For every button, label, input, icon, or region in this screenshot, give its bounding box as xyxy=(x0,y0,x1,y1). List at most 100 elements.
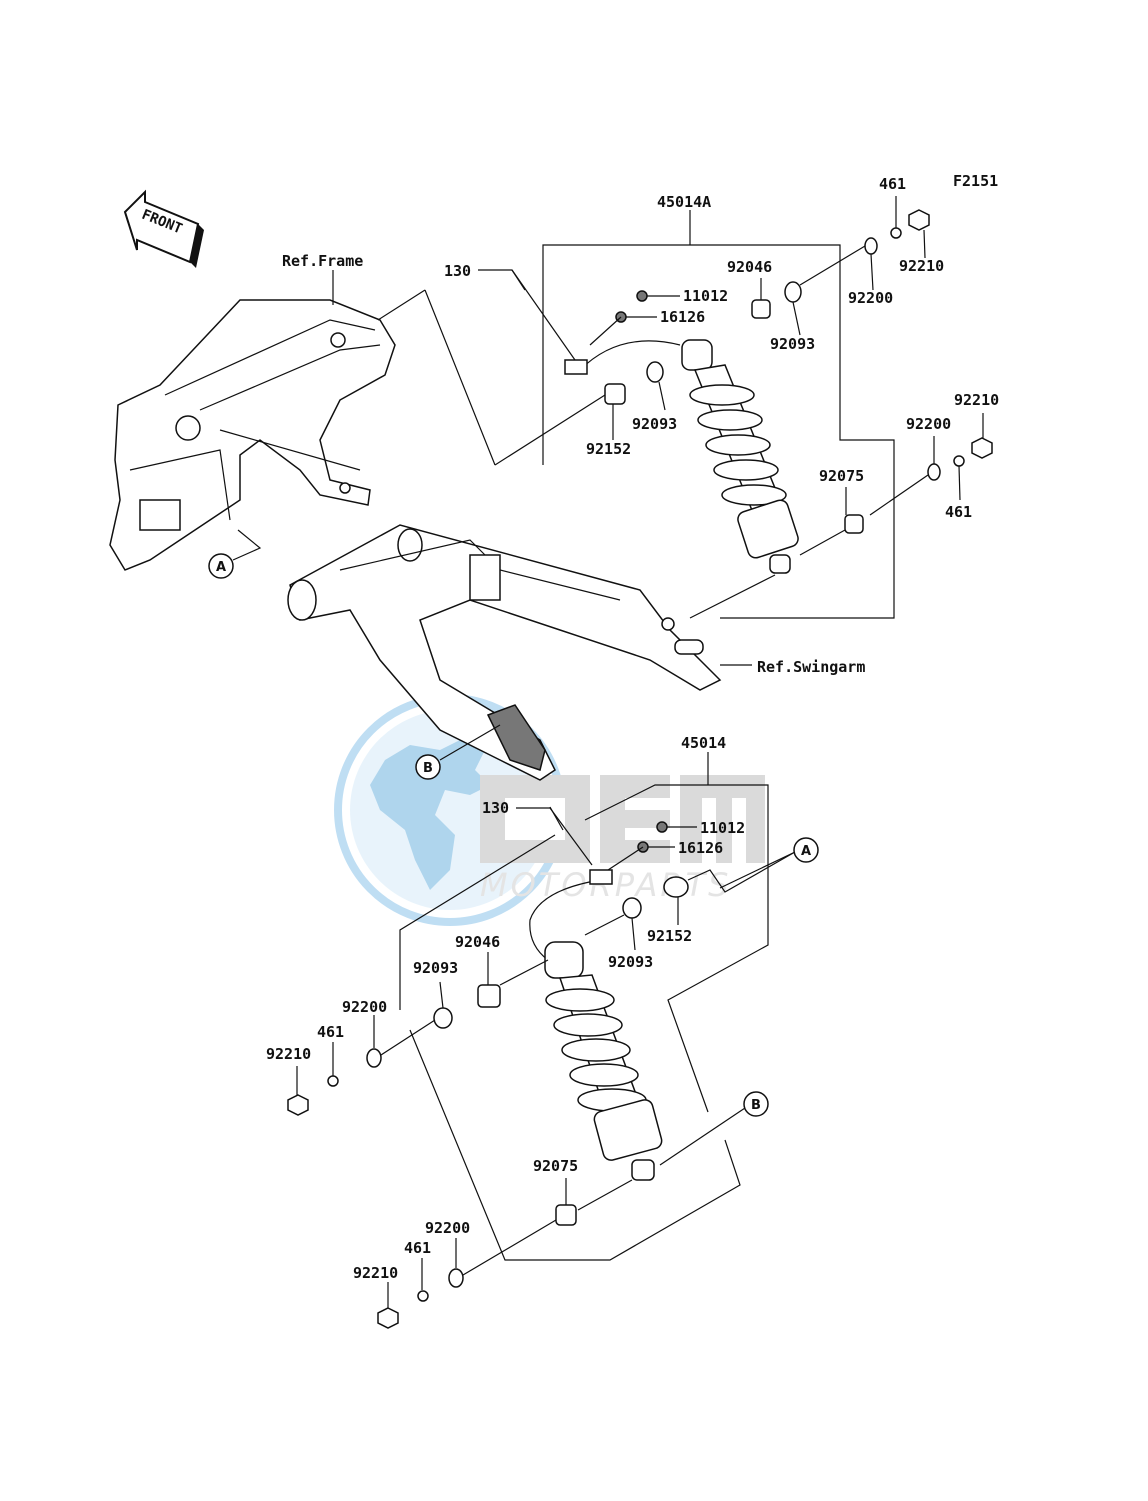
part-92093-bottom-b xyxy=(622,897,642,919)
spring-coil-b1 xyxy=(545,988,615,1012)
watermark-m-gap2 xyxy=(732,798,746,863)
callout-a-bottom-circle xyxy=(793,837,819,863)
label-92200-top-a: 92200 xyxy=(848,289,893,307)
leader-callout-a-bottom xyxy=(719,851,796,889)
label-92200-top-b: 92200 xyxy=(906,415,951,433)
frame-drawing xyxy=(109,299,396,571)
leader-92152-bottom xyxy=(677,851,796,925)
leader-130-top xyxy=(478,269,576,361)
label-92075-bottom: 92075 xyxy=(533,1157,578,1175)
part-92093-bottom-a xyxy=(433,1007,453,1029)
label-92152-top: 92152 xyxy=(586,440,631,458)
swingarm-pivot-left xyxy=(287,579,317,621)
swingarm-box xyxy=(469,554,501,601)
shock-bottom-eye xyxy=(544,941,584,979)
leader-16126-top xyxy=(589,316,657,346)
spring-coil-3 xyxy=(705,434,771,456)
label-461-bottom-a: 461 xyxy=(317,1023,344,1041)
bracket-bottom-left xyxy=(399,834,741,1261)
leader-callout-b-top xyxy=(439,724,501,761)
part-461-top-a xyxy=(890,227,902,239)
label-92046-bottom: 92046 xyxy=(455,933,500,951)
frame-rail-3 xyxy=(219,429,361,471)
watermark-continents xyxy=(370,740,490,890)
watermark-o-hole xyxy=(505,798,565,840)
label-92210-top-a: 92210 xyxy=(899,257,944,275)
label-16126-top: 16126 xyxy=(660,308,705,326)
figure-code: F2151 xyxy=(953,172,998,190)
label-461-bottom-b: 461 xyxy=(404,1239,431,1257)
label-92093-top-b: 92093 xyxy=(632,415,677,433)
label-92210-bottom-b: 92210 xyxy=(353,1264,398,1282)
frame-mount-1 xyxy=(330,332,346,348)
part-92210-top-b xyxy=(971,437,993,459)
shock-bottom-spring xyxy=(545,974,647,1112)
part-92093-top-a xyxy=(784,281,802,303)
bottom-leaders xyxy=(296,752,796,1308)
label-92200-bottom-a: 92200 xyxy=(342,998,387,1016)
shock-top xyxy=(564,339,799,574)
part-92200-bottom-b xyxy=(448,1268,464,1288)
shock-bottom-damper xyxy=(593,1099,663,1161)
bracket-45014A xyxy=(542,244,895,619)
part-92210-bottom-a xyxy=(287,1094,309,1116)
frame-pivot xyxy=(175,415,201,441)
spring-coil-4 xyxy=(713,459,779,481)
frame-bracket xyxy=(139,499,181,531)
shock-bottom-lower-eye xyxy=(631,1159,655,1181)
leader-92200-bottom-b xyxy=(455,1219,557,1276)
frame-body xyxy=(109,299,396,571)
swingarm-shock-mount xyxy=(661,617,675,631)
shock-bottom xyxy=(529,869,663,1181)
leader-92200-top-b xyxy=(869,436,935,516)
callout-b-top: B xyxy=(415,754,441,780)
shock-top-reservoir-hose xyxy=(579,340,681,371)
part-92046-bottom xyxy=(477,984,501,1008)
leader-92075-shock-top xyxy=(689,529,846,619)
label-92210-top-b: 92210 xyxy=(954,391,999,409)
leader-92046-bottom xyxy=(487,952,549,986)
top-part-labels: 45014A 130 11012 16126 92046 92093 92200… xyxy=(444,175,999,521)
watermark-e xyxy=(600,775,670,863)
callout-b-top-label: B xyxy=(423,761,433,776)
leader-92093-bottom-a xyxy=(439,981,444,1009)
part-92075-top xyxy=(844,514,864,534)
swingarm-slot xyxy=(674,639,704,655)
leader-92093-top-b xyxy=(658,381,666,411)
callout-a-top: A xyxy=(208,553,234,579)
label-11012-top: 11012 xyxy=(683,287,728,305)
label-461-top-b: 461 xyxy=(945,503,972,521)
leader-callout-a-top xyxy=(232,529,262,561)
leader-92200-bottom-a xyxy=(373,1015,436,1056)
shock-bottom-reservoir-hose xyxy=(529,879,601,961)
ref-frame-label: Ref.Frame xyxy=(282,252,363,270)
frame-rail-4 xyxy=(129,449,231,521)
spring-coil-5 xyxy=(721,484,787,506)
bottom-part-labels: 45014 130 11012 16126 92152 92093 92046 … xyxy=(266,734,745,1282)
callout-a-top-circle xyxy=(208,553,234,579)
part-461-top-b xyxy=(953,455,965,467)
part-461-bottom-b xyxy=(417,1290,429,1302)
label-92200-bottom-b: 92200 xyxy=(425,1219,470,1237)
label-130-top: 130 xyxy=(444,262,471,280)
spring-coil-1 xyxy=(689,384,755,406)
label-461-top-a: 461 xyxy=(879,175,906,193)
part-461-bottom-a xyxy=(327,1075,339,1087)
label-92210-bottom-a: 92210 xyxy=(266,1045,311,1063)
part-92093-top-b xyxy=(646,361,664,383)
callout-a-bottom-label: A xyxy=(801,844,811,859)
frame-rail-2 xyxy=(199,344,381,411)
front-arrow-shadow xyxy=(190,224,204,268)
callout-b-bottom-circle xyxy=(743,1091,769,1117)
part-11012-bottom xyxy=(656,821,668,833)
leader-92093-bottom-b xyxy=(584,914,636,951)
part-92200-top-b xyxy=(927,463,941,481)
leader-461-top-b xyxy=(958,465,961,501)
frame-rail-1 xyxy=(164,319,376,396)
shock-top-eye xyxy=(681,339,713,371)
callout-a-bottom: A xyxy=(793,837,819,863)
spring-coil-b2 xyxy=(553,1013,623,1037)
leader-92200-top-a xyxy=(799,245,874,291)
label-16126-bottom: 16126 xyxy=(678,839,723,857)
